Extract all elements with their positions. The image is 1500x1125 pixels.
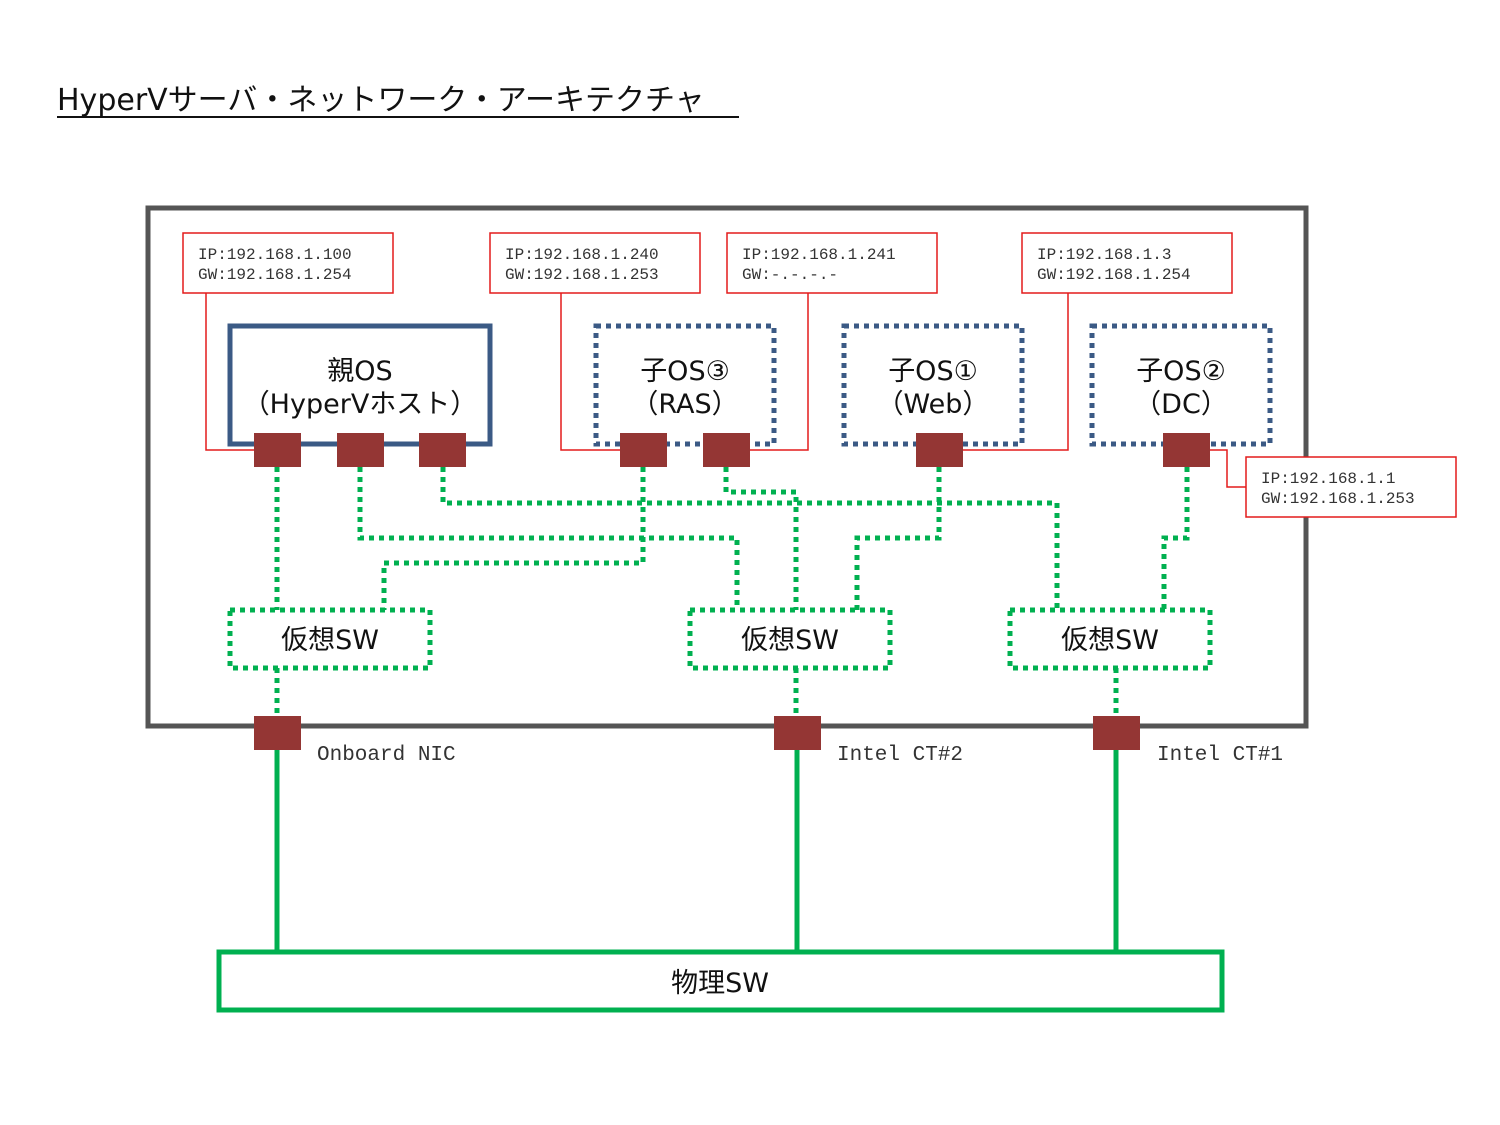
ip-callout-parent (182, 232, 394, 294)
vlink-web-mid (854, 467, 942, 610)
virtual-switch-left-label: 仮想SW (281, 625, 379, 656)
ip-callout-dc (1245, 456, 1457, 518)
nic-intel-ct1 (1093, 716, 1140, 750)
virtual-switch-left (227, 607, 433, 671)
nic-intel-ct1-label: Intel CT#1 (1157, 744, 1283, 767)
nic-intel-ct2 (774, 716, 821, 750)
port-ras-1 (620, 433, 667, 467)
gw-text-dc: GW:192.168.1.253 (1261, 490, 1415, 508)
callout-connector-dc (1209, 449, 1246, 488)
ip-callout-ras1 (489, 232, 701, 294)
port-dc (1163, 433, 1210, 467)
ip-text-dc: IP:192.168.1.1 (1261, 470, 1395, 488)
ip-text-web: IP:192.168.1.3 (1037, 246, 1171, 264)
child-os-web-label: 子OS① (888, 356, 978, 387)
parent-os-box (227, 323, 493, 447)
ip-text-ras1: IP:192.168.1.240 (505, 246, 659, 264)
gw-text-ras1: GW:192.168.1.253 (505, 266, 659, 284)
callout-connector-ras1 (560, 293, 622, 451)
virtual-switch-mid-label: 仮想SW (741, 625, 839, 656)
virtual-switch-mid (687, 607, 893, 671)
ports (254, 433, 1210, 750)
vlink-parent-mid (357, 467, 740, 610)
parent-os-sublabel: （HyperVホスト） (243, 389, 478, 420)
virtual-switch-right (1007, 607, 1213, 671)
gw-text-web: GW:192.168.1.254 (1037, 266, 1191, 284)
callout-connector-ras2 (748, 293, 809, 451)
page-title: HyperVサーバ・ネットワーク・アーキテクチャ (57, 83, 705, 118)
vlink-ras-mid (723, 467, 799, 610)
ip-callout-web (1021, 232, 1233, 294)
callout-connector-parent (205, 293, 256, 451)
ip-text-ras2: IP:192.168.1.241 (742, 246, 896, 264)
port-parent-3 (419, 433, 466, 467)
port-parent-2 (337, 433, 384, 467)
nic-intel-ct2-label: Intel CT#2 (837, 744, 963, 767)
nic-onboard-label: Onboard NIC (317, 744, 456, 767)
gw-text-ras2: GW:-.-.-.- (742, 266, 838, 284)
child-os-dc-label: 子OS② (1136, 356, 1226, 387)
vlink-dc-right (1161, 467, 1190, 610)
child-os-ras-label: 子OS③ (640, 356, 730, 387)
port-web (916, 433, 963, 467)
port-ras-2 (703, 433, 750, 467)
physical-links (274, 750, 1119, 952)
child-os-ras-sublabel: （RAS） (631, 389, 738, 420)
child-os-web-sublabel: （Web） (877, 389, 990, 420)
callout-connectors (205, 293, 1246, 488)
child-os-ras-box (593, 323, 777, 447)
nic-onboard (254, 716, 301, 750)
child-os-dc-sublabel: （DC） (1134, 389, 1228, 420)
callout-connector-web (962, 293, 1069, 451)
vlink-parent-right (440, 467, 1060, 610)
gw-text-parent: GW:192.168.1.254 (198, 266, 352, 284)
ip-text-parent: IP:192.168.1.100 (198, 246, 352, 264)
physical-switch-label: 物理SW (671, 968, 769, 999)
physical-switch (216, 949, 1225, 1013)
ip-callout-ras2 (726, 232, 938, 294)
parent-os-label: 親OS (327, 356, 392, 387)
port-parent-1 (254, 433, 301, 467)
virtual-switch-right-label: 仮想SW (1061, 625, 1159, 656)
virtual-links (274, 467, 1190, 716)
